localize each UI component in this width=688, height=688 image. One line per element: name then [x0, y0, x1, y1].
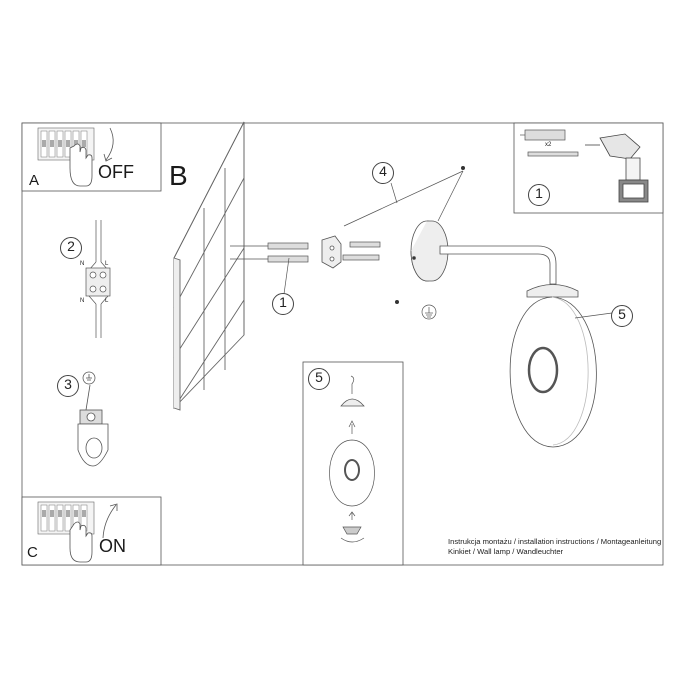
footer-line-2: Kinkiet / Wall lamp / Wandleuchter	[448, 547, 564, 556]
rotate-arrow-icon	[102, 503, 118, 539]
step-5-lamp-number: 5	[618, 306, 626, 322]
lamp-arm-icon	[439, 245, 557, 285]
step-4-badge	[372, 162, 394, 184]
step-1-wall-number: 1	[279, 294, 287, 310]
screw-dot	[395, 300, 399, 304]
glass-shade-icon	[329, 375, 375, 543]
screw-anchor-icon	[230, 241, 381, 263]
step-3-number: 3	[64, 376, 72, 392]
ground-clamp-icon	[77, 371, 109, 467]
bracket-icon	[321, 235, 342, 269]
step-5-box-badge	[308, 368, 330, 390]
rotate-arrow-icon	[103, 127, 114, 162]
footer-line-1: Instrukcja montażu / installation instru…	[448, 537, 662, 546]
panel-b-letter: B	[169, 160, 188, 191]
wall-mount-icon	[410, 220, 449, 282]
terminal-n-bottom: N	[80, 298, 85, 304]
step-5-lamp-badge	[611, 305, 633, 327]
panel-c-state: ON	[99, 536, 126, 556]
hand-icon	[69, 143, 93, 187]
step-1-wall-badge	[272, 293, 294, 315]
wall-tiles-icon	[173, 121, 245, 411]
panel-c-letter: C	[27, 544, 38, 561]
kit-multiplier: x2	[545, 142, 552, 148]
hand-icon	[69, 521, 93, 563]
panel-a-state: OFF	[98, 162, 134, 182]
terminal-l-bottom: L	[105, 298, 109, 304]
step-3-badge	[57, 375, 79, 397]
step-1-kit-badge	[528, 184, 550, 206]
step-2-number: 2	[67, 238, 75, 254]
glass-shade-icon	[509, 284, 597, 448]
terminal-block-icon	[85, 220, 111, 338]
ground-symbol-icon	[421, 304, 437, 320]
step-5-box-number: 5	[315, 369, 323, 385]
screw-anchor-icon	[520, 129, 579, 157]
step-2-badge	[60, 237, 82, 259]
drill-icon	[585, 133, 649, 203]
step-1-kit-number: 1	[535, 185, 543, 201]
terminal-l-top: L	[105, 261, 109, 267]
terminal-n-top: N	[80, 261, 85, 267]
panel-a-letter: A	[29, 172, 40, 189]
step-4-number: 4	[379, 163, 387, 179]
